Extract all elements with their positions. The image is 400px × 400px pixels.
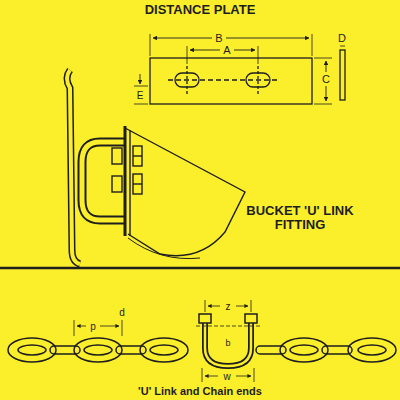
caption-text: 'U' Link and Chain ends [138,385,262,397]
section-title: BUCKET 'U' LINK FITTING [230,204,370,233]
dimension-letter: C [321,73,331,85]
dimension-letter: B [214,32,223,44]
distance-plate [134,34,345,104]
dimension-letter: w [222,371,231,382]
chain [8,300,396,382]
dimension-letter: p [89,321,97,332]
dimension-letter: z [225,301,232,312]
dimension-letter: b [224,339,231,349]
section-title: DISTANCE PLATE [145,3,256,17]
dimension-letter: A [222,44,231,56]
dimension-letter: E [136,90,145,101]
dimension-letter: D [337,32,347,44]
bucket-u-link-fitting [67,70,245,264]
dimension-letter: d [118,307,126,318]
